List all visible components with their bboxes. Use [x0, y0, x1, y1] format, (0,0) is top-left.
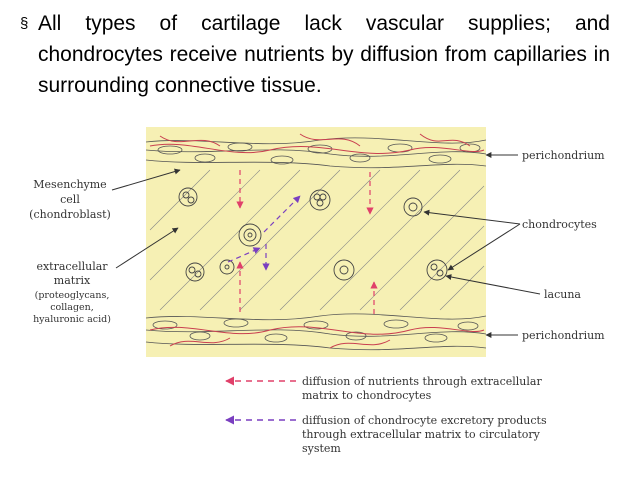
chondrocyte	[403, 197, 423, 217]
label-mesenchyme-cell: cell	[60, 193, 80, 206]
matrix-background	[146, 127, 486, 357]
chondrocyte	[309, 189, 331, 211]
chondrocyte	[178, 187, 198, 207]
label-perichondrium-top: perichondrium	[522, 149, 605, 162]
label-matrix: extracellular	[36, 260, 108, 273]
label-matrix-collagen: collagen,	[50, 302, 94, 313]
label-mesenchyme-chondroblast: (chondroblast)	[29, 208, 111, 221]
capillaries-top	[149, 133, 485, 154]
label-matrix-proteoglycans: (proteoglycans,	[35, 290, 110, 301]
bullet-paragraph: § All types of cartilage lack vascular s…	[20, 8, 610, 101]
label-matrix-word: matrix	[54, 274, 91, 287]
bullet-marker: §	[20, 15, 29, 32]
cartilage-diagram: Mesenchyme cell (chondroblast) extracell…	[29, 127, 605, 455]
legend-excretory-line2: through extracellular matrix to circulat…	[302, 428, 541, 441]
label-matrix-hyaluronic: hyaluronic acid)	[33, 314, 111, 325]
chondrocyte	[185, 262, 205, 282]
chondrocyte-cells	[178, 187, 448, 282]
label-chondrocytes: chondrocytes	[522, 218, 597, 231]
collagen-fibers	[149, 169, 485, 311]
capillaries-bottom	[149, 326, 485, 349]
legend-excretory-line1: diffusion of chondrocyte excretory produ…	[302, 414, 547, 427]
chondrocyte	[333, 259, 355, 281]
label-perichondrium-bottom: perichondrium	[522, 329, 605, 342]
perichondrium-top-band	[145, 137, 487, 169]
chondrocyte	[219, 259, 235, 275]
perichondrium-bottom-band	[145, 313, 487, 351]
diffusion-arrows-inside	[227, 170, 378, 314]
label-lacuna: lacuna	[544, 288, 581, 301]
label-pointers	[111, 152, 541, 338]
legend-nutrients-line2: matrix to chondrocytes	[302, 389, 432, 402]
legend-nutrients-line1: diffusion of nutrients through extracell…	[302, 375, 542, 388]
legend: diffusion of nutrients through extracell…	[225, 375, 547, 455]
label-mesenchyme: Mesenchyme	[33, 178, 106, 191]
chondrocyte	[238, 223, 262, 247]
legend-excretory-line3: system	[302, 442, 341, 455]
bullet-text: All types of cartilage lack vascular sup…	[38, 12, 610, 97]
chondrocyte	[426, 259, 448, 281]
